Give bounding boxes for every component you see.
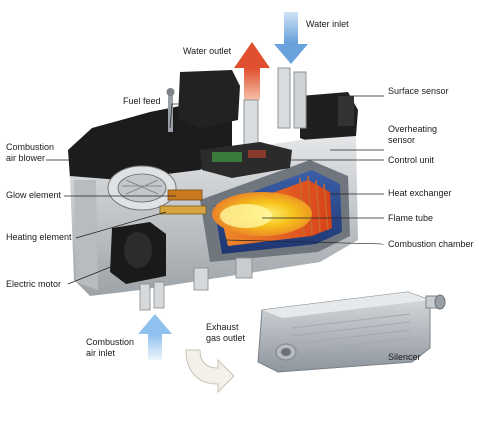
control-unit-board — [200, 142, 292, 178]
label-overheating-sensor-line2: sensor — [388, 135, 416, 145]
label-flame-tube: Flame tube — [388, 213, 434, 223]
label-exhaust-gas-outlet: Exhaust gas outlet — [206, 322, 245, 344]
label-exhaust-gas-outlet-line1: Exhaust — [206, 322, 239, 332]
silencer-body — [257, 291, 446, 373]
glow-element — [159, 189, 207, 215]
label-combustion-air-blower: Combustion air blower — [6, 142, 54, 164]
label-water-outlet: Water outlet — [183, 46, 232, 56]
electric-motor — [110, 222, 166, 284]
label-control-unit: Control unit — [388, 155, 435, 165]
flame — [212, 192, 312, 236]
label-exhaust-gas-outlet-line2: gas outlet — [206, 333, 246, 343]
leader-lines — [46, 95, 385, 285]
combustion-air-inlet-arrow — [138, 314, 172, 360]
label-silencer: Silencer — [388, 352, 421, 362]
label-fuel-feed: Fuel feed — [123, 96, 161, 106]
blower-fan — [107, 165, 177, 211]
water-inlet-arrow — [274, 12, 308, 64]
label-overheating-sensor: Overheating sensor — [388, 124, 437, 146]
exhaust-gas-outlet-arrow — [185, 349, 235, 394]
label-glow-element: Glow element — [6, 190, 62, 200]
housing-top — [68, 70, 358, 180]
label-overheating-sensor-line1: Overheating — [388, 124, 438, 134]
label-combustion-air-inlet-line2: air inlet — [86, 348, 116, 358]
water-outlet-arrow — [234, 42, 270, 100]
label-combustion-air-inlet: Combustion air inlet — [86, 337, 134, 359]
water-pipes — [243, 67, 307, 151]
label-combustion-air-blower-line1: Combustion — [6, 142, 55, 152]
label-electric-motor: Electric motor — [6, 279, 62, 289]
label-water-inlet: Water inlet — [306, 19, 349, 29]
air-inlet-pipes — [139, 257, 253, 311]
fuel-feed-pipe — [166, 88, 175, 132]
label-surface-sensor: Surface sensor — [388, 86, 449, 96]
label-combustion-air-inlet-line1: Combustion — [86, 337, 135, 347]
label-heating-element: Heating element — [6, 232, 72, 242]
label-combustion-air-blower-line2: air blower — [6, 153, 46, 163]
label-combustion-chamber: Combustion chamber — [388, 239, 474, 249]
label-heat-exchanger: Heat exchanger — [388, 188, 452, 198]
